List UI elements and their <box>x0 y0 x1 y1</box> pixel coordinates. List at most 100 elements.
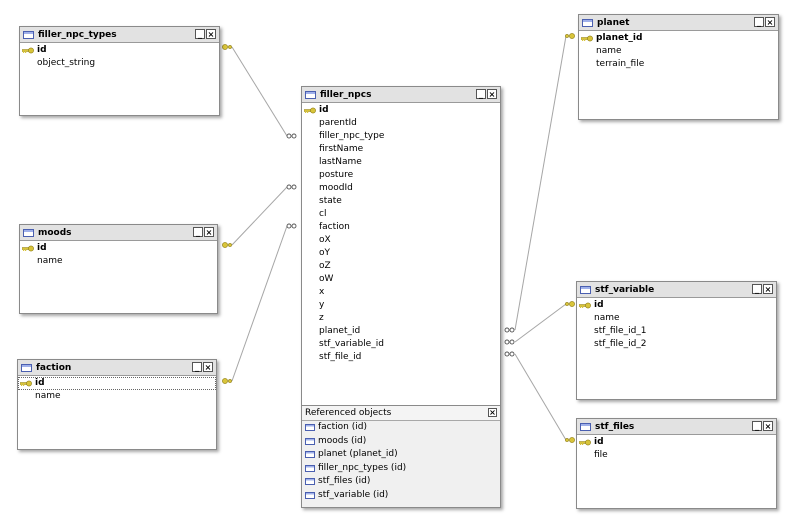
table-icon <box>305 492 315 499</box>
table-header[interactable]: filler_npcs _× <box>302 87 500 103</box>
infinity-connector-icon <box>505 352 514 356</box>
minimize-button[interactable]: _ <box>752 284 762 294</box>
field-row[interactable]: moodId <box>302 182 500 195</box>
table-header[interactable]: filler_npc_types _× <box>20 27 219 43</box>
close-button[interactable]: × <box>206 29 216 39</box>
table-icon <box>580 423 591 431</box>
field-row[interactable]: name <box>20 255 217 268</box>
field-row[interactable]: name <box>579 45 778 58</box>
close-button[interactable]: × <box>203 362 213 372</box>
close-panel-button[interactable]: × <box>488 408 497 417</box>
referenced-object-item[interactable]: faction (id) <box>302 421 500 435</box>
field-row[interactable]: lastName <box>302 156 500 169</box>
field-row[interactable]: firstName <box>302 143 500 156</box>
referenced-objects-panel: Referenced objects × faction (id)moods (… <box>302 405 500 507</box>
table-header[interactable]: moods _× <box>20 225 217 241</box>
table-title: filler_npc_types <box>38 30 117 40</box>
field-row[interactable]: stf_file_id <box>302 351 500 364</box>
close-button[interactable]: × <box>763 284 773 294</box>
referenced-object-label: filler_npc_types (id) <box>318 463 406 473</box>
table-title: stf_variable <box>595 285 654 295</box>
field-label: id <box>319 105 329 115</box>
field-list: id parentIdfiller_npc_typefirstNamelastNa… <box>302 103 500 364</box>
primary-key-field[interactable]: id <box>18 377 216 390</box>
key-connector-icon <box>222 242 231 247</box>
table-header[interactable]: faction _× <box>18 360 216 376</box>
field-row[interactable]: object_string <box>20 57 219 70</box>
referenced-object-item[interactable]: moods (id) <box>302 435 500 449</box>
field-row[interactable]: stf_file_id_2 <box>577 338 776 351</box>
primary-key-field[interactable]: id <box>577 299 776 312</box>
field-row[interactable]: oW <box>302 273 500 286</box>
infinity-connector-icon <box>505 328 514 332</box>
primary-key-field[interactable]: id <box>577 436 776 449</box>
primary-key-field[interactable]: id <box>20 242 217 255</box>
primary-key-field[interactable]: planet_id <box>579 32 778 45</box>
field-label: id <box>594 437 604 447</box>
table-header[interactable]: planet _× <box>579 15 778 31</box>
close-button[interactable]: × <box>763 421 773 431</box>
table-filler-npcs[interactable]: filler_npcs _× idparentIdfiller_npc_type… <box>301 86 501 508</box>
field-row[interactable]: oX <box>302 234 500 247</box>
referenced-objects-header: Referenced objects × <box>302 406 500 421</box>
minimize-button[interactable]: _ <box>193 227 203 237</box>
table-faction[interactable]: faction _× idname <box>17 359 217 450</box>
minimize-button[interactable]: _ <box>195 29 205 39</box>
field-label: planet_id <box>596 33 642 43</box>
table-moods[interactable]: moods _× idname <box>19 224 218 314</box>
table-icon <box>23 31 34 39</box>
close-button[interactable]: × <box>487 89 497 99</box>
field-row[interactable]: state <box>302 195 500 208</box>
key-icon <box>579 302 591 309</box>
table-filler-npc-types[interactable]: filler_npc_types _× id object_string <box>19 26 220 116</box>
field-row[interactable]: name <box>18 390 216 403</box>
table-header[interactable]: stf_files _× <box>577 419 776 435</box>
field-label: id <box>37 45 47 55</box>
field-row[interactable]: cl <box>302 208 500 221</box>
table-icon <box>23 229 34 237</box>
field-row[interactable]: oY <box>302 247 500 260</box>
minimize-button[interactable]: _ <box>752 421 762 431</box>
table-header[interactable]: stf_variable _× <box>577 282 776 298</box>
primary-key-field[interactable]: id <box>302 104 500 117</box>
primary-key-field[interactable]: id <box>20 44 219 57</box>
referenced-object-item[interactable]: planet (planet_id) <box>302 448 500 462</box>
infinity-connector-icon <box>505 340 514 344</box>
key-connector-icon <box>222 44 231 49</box>
field-row[interactable]: file <box>577 449 776 462</box>
field-list: id object_string <box>20 43 219 70</box>
close-button[interactable]: × <box>204 227 214 237</box>
field-row[interactable]: x <box>302 286 500 299</box>
field-row[interactable]: filler_npc_type <box>302 130 500 143</box>
table-stf-variable[interactable]: stf_variable _× idnamestf_file_id_1stf_f… <box>576 281 777 400</box>
key-icon <box>304 107 316 114</box>
field-row[interactable]: z <box>302 312 500 325</box>
minimize-button[interactable]: _ <box>754 17 764 27</box>
field-row[interactable]: name <box>577 312 776 325</box>
table-icon <box>305 451 315 458</box>
table-icon <box>305 478 315 485</box>
table-planet[interactable]: planet _× planet_idnameterrain_file <box>578 14 779 120</box>
field-row[interactable]: faction <box>302 221 500 234</box>
referenced-object-item[interactable]: stf_files (id) <box>302 475 500 489</box>
field-row[interactable]: terrain_file <box>579 58 778 71</box>
relation-line <box>232 187 287 245</box>
infinity-connector-icon <box>287 134 296 138</box>
referenced-object-item[interactable]: filler_npc_types (id) <box>302 462 500 476</box>
field-row[interactable]: posture <box>302 169 500 182</box>
table-stf-files[interactable]: stf_files _× id file <box>576 418 777 509</box>
field-list: id file <box>577 435 776 462</box>
field-row[interactable]: oZ <box>302 260 500 273</box>
table-title: filler_npcs <box>320 90 371 100</box>
close-button[interactable]: × <box>765 17 775 27</box>
infinity-connector-icon <box>287 224 296 228</box>
relation-line <box>232 47 287 136</box>
field-row[interactable]: y <box>302 299 500 312</box>
minimize-button[interactable]: _ <box>192 362 202 372</box>
field-row[interactable]: planet_id <box>302 325 500 338</box>
field-row[interactable]: stf_variable_id <box>302 338 500 351</box>
field-row[interactable]: stf_file_id_1 <box>577 325 776 338</box>
referenced-object-item[interactable]: stf_variable (id) <box>302 489 500 503</box>
field-row[interactable]: parentId <box>302 117 500 130</box>
minimize-button[interactable]: _ <box>476 89 486 99</box>
